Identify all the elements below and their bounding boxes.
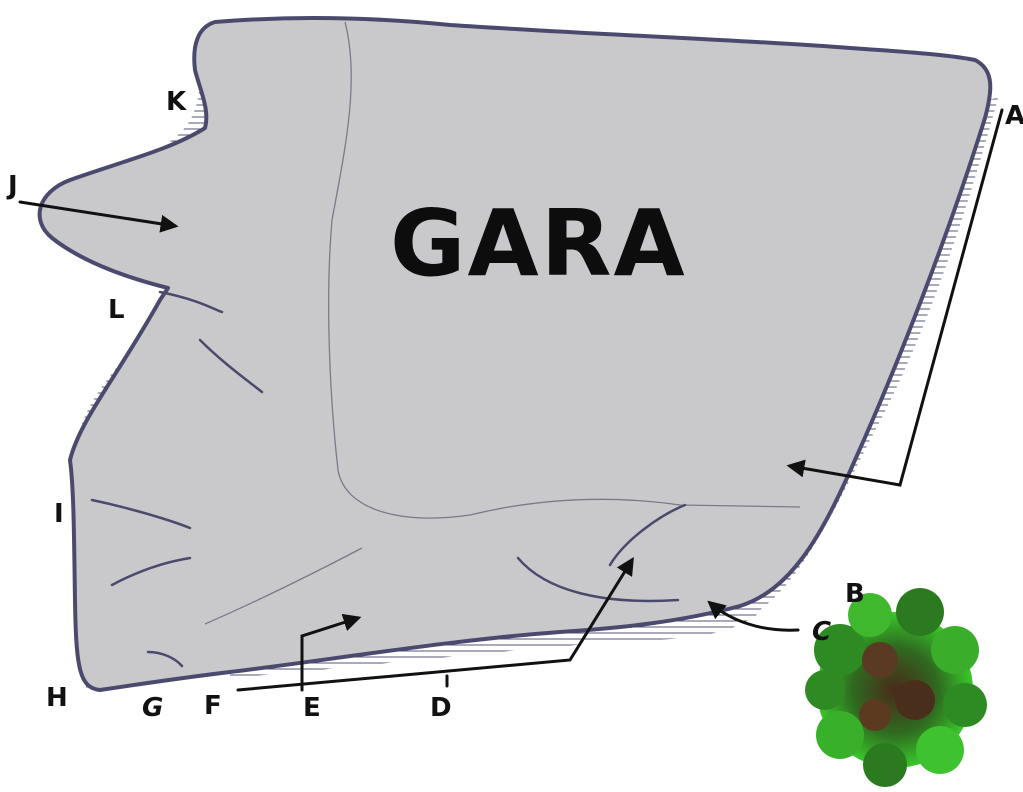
leader-a [786,108,1004,487]
inner-lines [204,21,801,625]
arrow-j [18,200,179,233]
label-k: K [166,87,187,117]
pointer-arrows [18,108,1004,692]
label-a: A [1005,101,1023,131]
label-c: C [812,617,831,647]
label-b: B [845,579,865,609]
arrow-c [707,600,800,632]
leader-e [300,613,362,692]
label-d: D [430,693,452,723]
label-h: H [46,683,68,713]
inner-curves [90,290,687,668]
label-i: I [54,499,64,529]
label-e: E [303,693,321,723]
label-g: G [142,693,163,723]
point-labels: A B C D E F G H I J K L [6,87,1023,723]
moss-clump [805,588,987,787]
gara-face [37,16,993,692]
label-f: F [204,691,222,721]
label-l: L [108,295,125,325]
diagram-title: GARA [390,190,687,297]
label-j: J [6,171,18,201]
leader-f-d [236,556,634,692]
